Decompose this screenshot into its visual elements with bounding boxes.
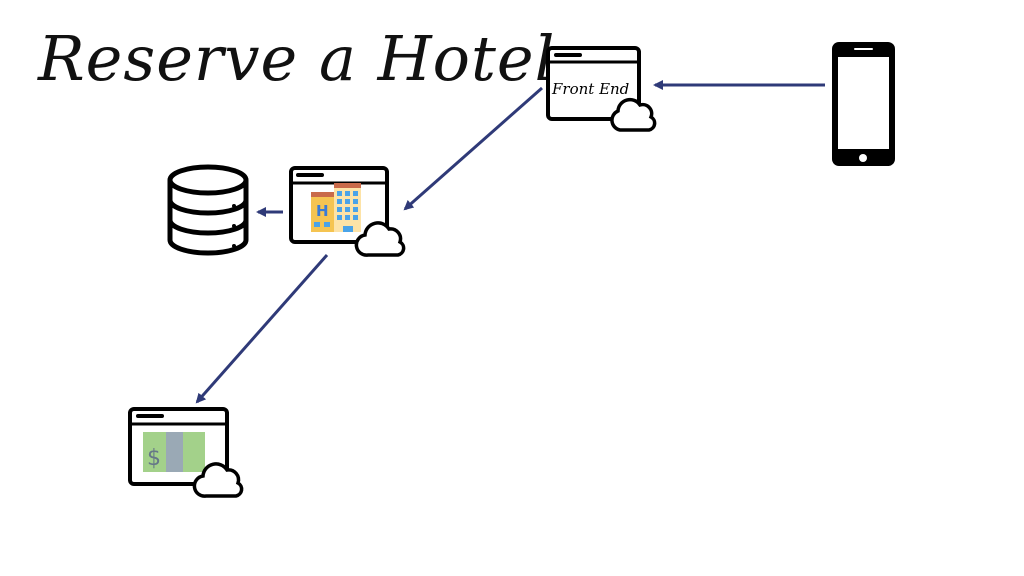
svg-text:H: H xyxy=(316,202,329,220)
cloud-icon xyxy=(354,221,406,257)
dollar-sign: $ xyxy=(147,446,161,471)
database-icon xyxy=(167,164,249,256)
arrow-hotel-to-payment xyxy=(195,254,329,404)
arrow-frontend-to-hotel xyxy=(403,86,543,211)
payment-service-node: $ xyxy=(128,407,244,498)
cloud-icon xyxy=(192,462,244,498)
hotel-service-node: H xyxy=(289,166,406,257)
frontend-node: Front End xyxy=(546,46,657,132)
smartphone-icon xyxy=(832,42,895,166)
diagram-title: Reserve a Hotel xyxy=(38,22,556,95)
hotel-building-icon: H xyxy=(311,183,361,232)
cloud-icon xyxy=(610,97,657,132)
frontend-label: Front End xyxy=(551,80,629,98)
money-icon: $ xyxy=(143,432,205,472)
